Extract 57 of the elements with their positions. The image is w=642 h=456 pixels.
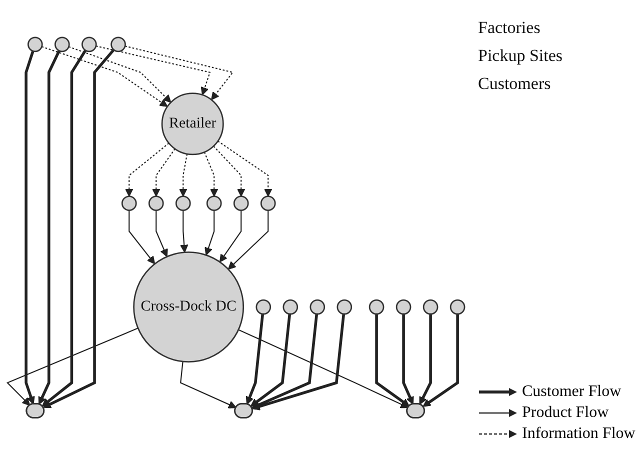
node-circle [54, 37, 70, 53]
node-circle [396, 300, 412, 316]
node-circle [206, 196, 222, 212]
legend-text: Product Flow [522, 404, 609, 422]
arrow [124, 46, 234, 101]
node-circle [82, 37, 97, 53]
arrow [402, 314, 414, 406]
node-circle: Cross-Dock DC [133, 252, 244, 363]
arrow [6, 328, 138, 406]
node-circle [260, 196, 276, 212]
arrow [68, 46, 172, 104]
arrow [96, 46, 211, 96]
arrow [219, 210, 242, 263]
arrow [179, 154, 188, 198]
tier-label: Customers [478, 74, 552, 94]
arrow [42, 49, 115, 408]
node-circle [148, 196, 164, 212]
node-circle: Retailer [161, 93, 224, 156]
arrow [204, 210, 215, 256]
arrow [38, 50, 60, 406]
node-circle [422, 300, 438, 316]
arrow [375, 314, 410, 408]
tier-label: Pickup Sites [478, 46, 564, 66]
arrow [252, 314, 346, 411]
node-circle [175, 196, 191, 212]
arrow [238, 330, 409, 409]
arrow [152, 148, 176, 198]
arrow [42, 46, 168, 108]
arrow [42, 50, 87, 407]
arrow [228, 210, 269, 270]
node-circle [310, 300, 326, 316]
arrow [213, 146, 246, 198]
node-circle [233, 196, 249, 212]
node-circle [110, 37, 126, 53]
arrow [218, 141, 272, 198]
arrow [204, 152, 218, 198]
arrow [419, 314, 432, 406]
arrow [246, 314, 264, 406]
node-circle [368, 300, 384, 316]
arrow [125, 143, 170, 198]
arrow [128, 210, 156, 265]
node-circle [256, 300, 272, 316]
node-circle [450, 300, 466, 316]
node-circle [121, 196, 137, 212]
arrow [422, 314, 459, 408]
arrow [252, 314, 318, 410]
arrow [156, 210, 168, 258]
arrow [24, 51, 35, 405]
tier-label: Factories [478, 18, 542, 38]
node-circle [27, 37, 43, 53]
legend-text: Information Flow [522, 425, 636, 443]
arrow [180, 362, 237, 409]
arrow [180, 210, 188, 254]
legend-text: Customer Flow [522, 383, 622, 401]
node-circle [282, 300, 298, 316]
node-circle [336, 300, 352, 316]
arrow [250, 314, 292, 408]
